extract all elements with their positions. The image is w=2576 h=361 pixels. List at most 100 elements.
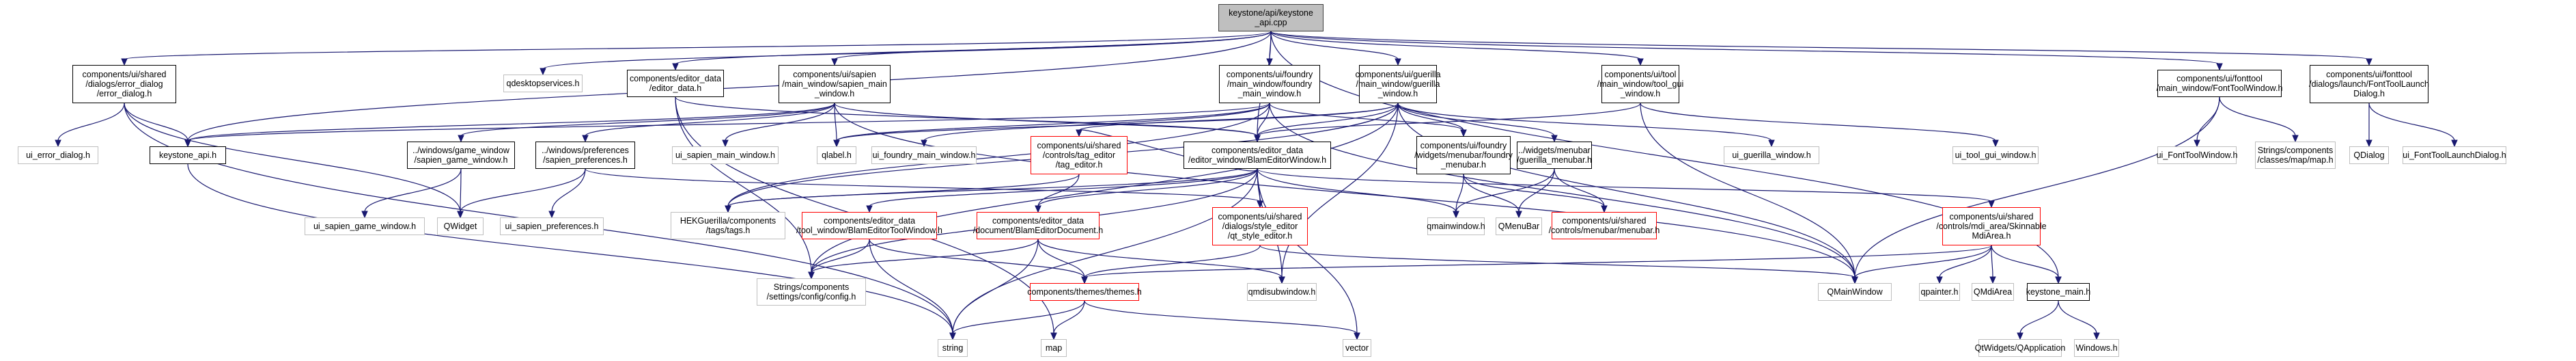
node-ui-guerilla-window-h: ui_guerilla_window.h: [1724, 146, 1819, 164]
arrowhead-strings_map: [2292, 135, 2299, 143]
edge-sapien_main-to-keystone_api_h: [187, 103, 835, 142]
edge-foundry_main-to-blam_editor_window: [1257, 103, 1270, 137]
edge-foundry_main-to-foundry_menubar: [1269, 103, 1464, 131]
edge-foundry_main-to-qmainwindow: [1269, 103, 1856, 278]
edge-themes-to-string: [952, 300, 1085, 334]
edge-root-to-qdesktopservices: [542, 31, 1272, 70]
node-qmainwindow-h: qmainwindow.h: [1427, 217, 1485, 235]
arrowhead-qmainwindow: [1851, 276, 1858, 284]
node-themes-h[interactable]: components/themes/themes.h: [1027, 283, 1142, 301]
arrowhead-ui_fonttool_launch: [2451, 139, 2458, 148]
node-ui-sapien-preferences-h: ui_sapien_preferences.h: [500, 217, 604, 235]
arrowhead-vector: [1354, 332, 1360, 340]
edge-style_editor-to-themes: [1084, 245, 1261, 278]
edge-sapien_prefs-to-ui_sapien_prefs: [551, 168, 586, 213]
arrowhead-qdesktopservices: [540, 68, 546, 76]
edge-blam_editor_window-to-tool_window: [869, 168, 1258, 207]
node-sapien-main-window-h[interactable]: components/ui/sapien /main_window/sapien…: [779, 65, 891, 103]
node-keystone-api-cpp: keystone/api/keystone _api.cpp: [1218, 4, 1324, 31]
edge-blam_document-to-string: [952, 239, 1039, 334]
arrowhead-tool_window: [866, 205, 873, 213]
edge-root-to-fonttool_launch: [1270, 31, 2370, 60]
arrowhead-error_dialog: [121, 58, 128, 66]
edge-fonttool_window-to-qmainwindow: [1854, 96, 2220, 278]
node-qt-style-editor-h[interactable]: components/ui/shared /dialogs/style_edit…: [1212, 207, 1308, 245]
edge-editor_data-to-strings_config: [675, 96, 812, 273]
edge-sapien_main-to-sapien_game: [460, 103, 835, 137]
arrowhead-fonttool_window: [2216, 63, 2223, 71]
arrowhead-sapien_game: [458, 135, 464, 143]
edge-root-to-keystone_api_h: [187, 31, 1272, 142]
arrowhead-ui_sapien_main: [722, 139, 729, 148]
node-blam-editor-window-h[interactable]: components/editor_data /editor_window/Bl…: [1184, 142, 1331, 169]
arrowhead-editor_data: [672, 63, 679, 71]
arrowhead-qdialog: [2366, 139, 2372, 148]
node-skinnable-mdi-area-h[interactable]: components/ui/shared /controls/mdi_area/…: [1936, 207, 2047, 245]
node-fonttool-window-h[interactable]: components/ui/fonttool /main_window/Font…: [2157, 70, 2282, 97]
node-guerilla-window-h[interactable]: components/ui/guerilla /main_window/guer…: [1355, 65, 1441, 103]
edge-root-to-tool_gui: [1270, 31, 1641, 60]
node-sapien-game-window-h[interactable]: ../windows/game_window /sapien_game_wind…: [407, 142, 515, 169]
arrowhead-blam_editor_window: [1254, 135, 1261, 143]
edge-keystone_main-to-qapplication: [2019, 300, 2059, 334]
edge-tool_window-to-strings_config: [811, 239, 870, 273]
edge-guerilla_window-to-guerilla_menubar: [1397, 103, 1555, 137]
node-tag-editor-h[interactable]: components/ui/shared /controls/tag_edito…: [1031, 136, 1128, 174]
node-guerilla-menubar-h[interactable]: ../widgets/menubar /guerilla_menubar.h: [1517, 142, 1592, 169]
node-sapien-preferences-h[interactable]: ../windows/preferences /sapien_preferenc…: [535, 142, 635, 169]
arrowhead-ui_error_dialog: [55, 139, 61, 148]
edge-blam_editor_window-to-hek_tags: [727, 168, 1258, 207]
edge-sapien_main-to-ui_sapien_main: [725, 103, 835, 142]
edge-guerilla_window-to-qmdisubwindow: [1281, 103, 1399, 278]
arrowhead-qmenubar: [1515, 211, 1522, 219]
node-tool-gui-window-h[interactable]: components/ui/tool /main_window/tool_gui…: [1597, 65, 1683, 103]
node-keystone-api-h[interactable]: keystone_api.h: [150, 146, 226, 164]
node-menubar-h[interactable]: components/ui/shared /controls/menubar/m…: [1549, 212, 1660, 239]
arrowhead-guerilla_menubar: [1551, 135, 1558, 143]
edge-guerilla_window-to-qmainwindow: [1397, 103, 1856, 278]
node-keystone-main-h[interactable]: keystone_main.h: [2026, 283, 2090, 301]
edge-fonttool_launch-to-ui_fonttool_launch: [2368, 103, 2455, 142]
edge-skinnable_mdi-to-qpainter: [1939, 245, 1992, 278]
edge-keystone_api_h-to-string: [187, 163, 953, 334]
node-qpainter-h: qpainter.h: [1919, 283, 1960, 301]
edge-foundry_main-to-hek_tags: [727, 103, 1270, 207]
node-string: string: [938, 339, 968, 357]
edge-tool_gui-to-ui_tool_gui: [1640, 103, 1996, 142]
node-ui-sapien-main-window-h: ui_sapien_main_window.h: [672, 146, 779, 164]
edge-foundry_menubar-to-qmainwindow_h: [1455, 174, 1464, 213]
node-editor-data-h[interactable]: components/editor_data /editor_data.h: [627, 70, 724, 97]
edge-guerilla_menubar-to-menubar: [1554, 168, 1605, 207]
arrowhead-qmdisubwindow: [1278, 276, 1285, 284]
edge-blam_editor_window-to-vector: [1257, 168, 1358, 334]
edge-foundry_main-to-keystone_api_h: [187, 103, 1270, 142]
edge-error_dialog-to-keystone_api_h: [124, 103, 188, 142]
edge-fonttool_window-to-strings_map: [2219, 96, 2296, 137]
arrowhead-foundry_menubar: [1460, 129, 1467, 137]
node-fonttool-launch-dialog-h[interactable]: components/ui/fonttool /dialogs/launch/F…: [2309, 65, 2429, 103]
node-blam-editor-document-h[interactable]: components/editor_data /document/BlamEdi…: [973, 212, 1103, 239]
arrowhead-fonttool_launch: [2366, 58, 2372, 66]
arrowhead-ui_foundry_main: [921, 139, 927, 148]
arrowhead-string: [949, 332, 956, 340]
node-foundry-main-window-h[interactable]: components/ui/foundry /main_window/found…: [1219, 65, 1320, 103]
arrowhead-hek_tags: [725, 205, 731, 213]
edge-foundry_main-to-qlabel: [836, 103, 1270, 142]
edge-sapien_main-to-sapien_prefs: [585, 103, 835, 137]
arrowhead-themes: [1081, 276, 1088, 284]
edge-fonttool_window-to-ui_fonttool_window: [2196, 96, 2220, 142]
node-blam-editor-tool-window-h[interactable]: components/editor_data /tool_window/Blam…: [796, 212, 942, 239]
edge-blam_document-to-qmdisubwindow: [1037, 239, 1283, 278]
node-foundry-menubar-h[interactable]: components/ui/foundry /widgets/menubar/f…: [1414, 136, 1513, 174]
edge-blam_editor_window-to-skinnable_mdi: [1257, 168, 1992, 202]
edge-skinnable_mdi-to-keystone_main: [1991, 245, 2059, 278]
node-error-dialog-h[interactable]: components/ui/shared /dialogs/error_dial…: [72, 65, 176, 103]
node-qdialog: QDialog: [2349, 146, 2389, 164]
edge-skinnable_mdi-to-themes: [1084, 245, 1992, 278]
edge-tool_window-to-themes: [869, 239, 1085, 278]
edge-guerilla_window-to-tag_editor: [1078, 103, 1399, 131]
arrowhead-keystone_main: [2055, 276, 2062, 284]
edge-root-to-editor_data: [675, 31, 1272, 65]
node-vector: vector: [1343, 339, 1371, 357]
